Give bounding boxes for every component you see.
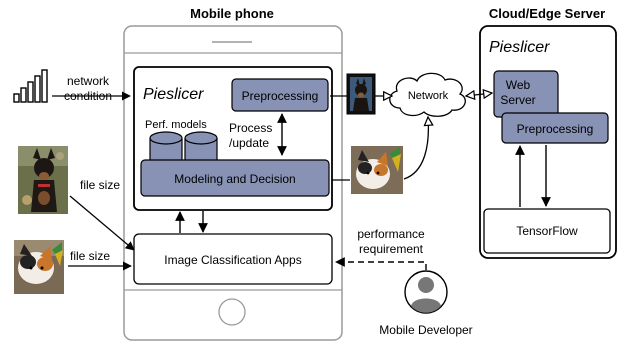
mobile-preprocessing-box xyxy=(231,78,329,112)
process-label: Process xyxy=(229,121,272,135)
kitten-to-network-arrow xyxy=(403,117,428,180)
performance-label-line2: requirement xyxy=(359,242,424,256)
web-server-label-line1: Web xyxy=(506,78,531,92)
mobile-preprocessing-label: Preprocessing xyxy=(242,89,319,103)
developer-avatar-icon xyxy=(404,270,448,314)
web-server-label-line2: Server xyxy=(500,93,535,107)
server-title: Cloud/Edge Server xyxy=(489,6,605,21)
mobile-phone-title: Mobile phone xyxy=(190,6,274,21)
modeling-decision-box xyxy=(140,159,330,197)
mobile-pieslicer-label: Pieslicer xyxy=(143,86,204,103)
server-pieslicer-label: Pieslicer xyxy=(489,39,550,56)
kitten-photo-icon xyxy=(14,240,64,294)
signal-bars-icon xyxy=(13,69,48,103)
network-cloud-icon xyxy=(389,72,466,117)
performance-label-line1: performance xyxy=(357,227,425,241)
tensorflow-box xyxy=(483,208,611,254)
image-classification-apps-box xyxy=(133,233,333,285)
network-label: Network xyxy=(408,90,449,102)
modeling-decision-label: Modeling and Decision xyxy=(174,172,295,186)
tensorflow-label: TensorFlow xyxy=(516,224,578,238)
mobile-phone-frame xyxy=(123,25,343,341)
kitten-photo-icon xyxy=(351,146,403,194)
dog-photo-icon xyxy=(18,146,68,214)
image-classification-apps-label: Image Classification Apps xyxy=(164,253,301,267)
dog-photo-icon xyxy=(346,73,376,115)
server-preprocessing-label: Preprocessing xyxy=(517,122,594,136)
mobile-developer-label: Mobile Developer xyxy=(379,323,472,337)
network-server-arrow xyxy=(466,93,492,96)
phone-home-button xyxy=(218,298,246,326)
network-condition-label-line1: network xyxy=(67,74,110,88)
performance-requirement-arrow xyxy=(335,257,427,270)
file-size-label-1: file size xyxy=(80,178,120,192)
file-size-label-2: file size xyxy=(70,249,110,263)
dog-file-size-arrow xyxy=(69,195,135,251)
perf-models-label: Perf. models xyxy=(145,119,207,131)
server-preprocessing-box xyxy=(501,112,609,144)
update-label: /update xyxy=(229,136,269,150)
